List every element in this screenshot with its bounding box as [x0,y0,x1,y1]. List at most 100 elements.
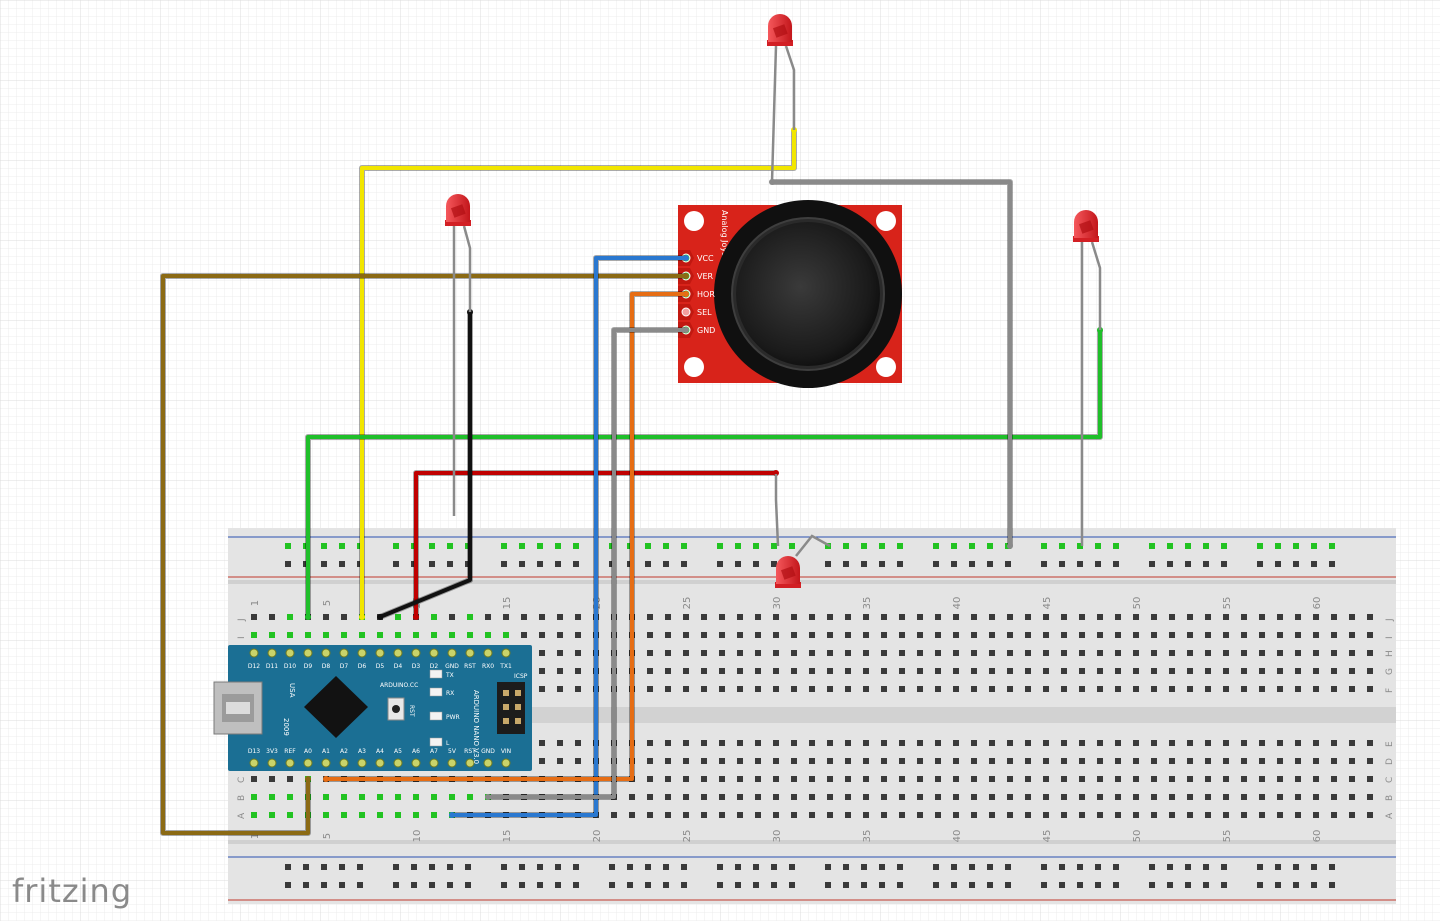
bottom-hole [341,794,347,800]
rail-hole [447,543,453,549]
bottom-hole [1277,794,1283,800]
top-hole [683,686,689,692]
board-led [429,687,443,697]
column-number: 5 [322,833,333,839]
bottom-hole [1187,758,1193,764]
pin-label-d5: D5 [376,663,385,670]
joystick-knob[interactable] [736,222,880,366]
top-hole [899,668,905,674]
top-hole [953,650,959,656]
top-hole [755,668,761,674]
bottom-hole [1061,794,1067,800]
top-hole [971,668,977,674]
rail-hole [771,543,777,549]
rail-hole [879,543,885,549]
board-led-label: RX [446,690,454,697]
rail-hole [1041,561,1047,567]
top-hole [935,650,941,656]
rail-hole [1095,561,1101,567]
bottom-hole [1079,740,1085,746]
rail-hole [897,882,903,888]
top-hole [755,614,761,620]
bottom-hole [899,758,905,764]
column-number: 20 [592,830,603,843]
bottom-hole [1115,740,1121,746]
top-hole [827,650,833,656]
top-hole [737,686,743,692]
rail-hole [1095,864,1101,870]
rail-hole [879,882,885,888]
bottom-hole [557,740,563,746]
bottom-hole [899,812,905,818]
icsp-pin [515,718,521,724]
top-hole [683,632,689,638]
top-hole [1295,668,1301,674]
column-number: 10 [412,830,423,843]
joystick-pin-sel[interactable] [681,307,691,317]
header-pin [375,758,385,768]
led-right [1073,210,1102,546]
red-wire-end [413,614,419,620]
top-hole [287,614,293,620]
pin-label-a3: A3 [358,748,366,755]
bottom-hole [1061,740,1067,746]
bottom-hole [269,794,275,800]
top-hole [665,614,671,620]
rail-hole [555,543,561,549]
rail-hole [1005,561,1011,567]
top-hole [1349,632,1355,638]
bottom-hole [1205,740,1211,746]
icsp-pin [503,704,509,710]
top-hole [467,632,473,638]
rail-hole [1275,543,1281,549]
rail-hole [987,864,993,870]
rail-hole [357,864,363,870]
rail-hole [825,561,831,567]
top-hole [539,686,545,692]
rail-hole [1311,882,1317,888]
bottom-hole [989,758,995,764]
bottom-hole [791,758,797,764]
pin-label-d4: D4 [394,663,403,670]
bottom-hole [755,740,761,746]
bottom-hole [665,794,671,800]
top-hole [1043,614,1049,620]
bottom-hole [1097,776,1103,782]
pin-label-rst: RST [464,748,476,755]
top-hole [989,632,995,638]
bottom-hole [809,794,815,800]
top-hole [1079,686,1085,692]
top-hole [1079,632,1085,638]
rail-hole [501,543,507,549]
top-hole [827,614,833,620]
board-led-label: TX [445,672,454,679]
bottom-hole [755,812,761,818]
rail-hole [951,543,957,549]
rail-hole [735,882,741,888]
bottom-hole [1277,758,1283,764]
bottom-hole [1115,758,1121,764]
orange-wire [326,292,686,781]
rail-hole [645,543,651,549]
bottom-hole [1241,758,1247,764]
rail-hole [555,561,561,567]
bottom-hole [953,740,959,746]
header-pin [285,758,295,768]
bottom-hole [1259,776,1265,782]
rail-hole [1167,561,1173,567]
bottom-hole [1241,794,1247,800]
rail-hole [465,882,471,888]
bottom-hole [1277,812,1283,818]
rail-hole [285,882,291,888]
top-hole [773,686,779,692]
top-hole [1025,614,1031,620]
top-hole [1169,632,1175,638]
bottom-hole [1061,776,1067,782]
top-hole [1349,614,1355,620]
top-hole [881,614,887,620]
top-hole [1367,650,1373,656]
column-number: 60 [1312,597,1323,610]
header-pin [501,758,511,768]
